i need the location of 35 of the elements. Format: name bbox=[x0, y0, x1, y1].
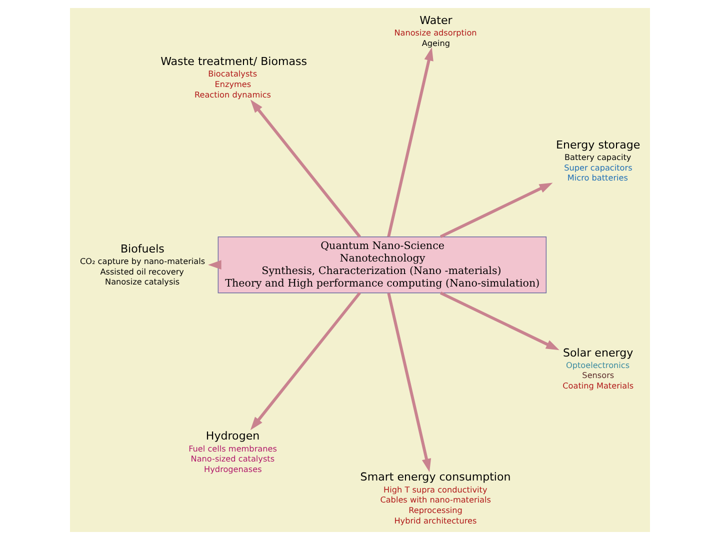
node-text: Energy storage bbox=[556, 138, 640, 152]
node-label: Nanosize catalysis bbox=[105, 276, 180, 287]
node-label: Micro batteries bbox=[567, 172, 628, 183]
node-text: Waste treatment/ Biomass bbox=[160, 55, 308, 68]
node-label: Ageing bbox=[422, 38, 450, 48]
node-label: Coating Materials bbox=[562, 380, 634, 391]
node-label: Enzymes bbox=[214, 78, 252, 89]
node-label: Hydrogenases bbox=[204, 464, 262, 474]
node-label: Biocatalysts bbox=[208, 68, 258, 79]
node-label: CO₂ capture by nano-materials bbox=[80, 256, 206, 266]
node-text: Biofuels bbox=[120, 242, 164, 256]
node-label: Reaction dynamics bbox=[194, 89, 272, 100]
arrow bbox=[440, 292, 560, 350]
node-label: Optoelectronics bbox=[566, 360, 630, 370]
arrow bbox=[208, 260, 222, 270]
node-label: Nanosize adsorption bbox=[394, 28, 477, 38]
node-label: Fuel cells membranes bbox=[188, 443, 277, 454]
arrow bbox=[250, 100, 361, 238]
node-label: Hybrid architectures bbox=[394, 515, 477, 526]
node-label: Reprocessing bbox=[408, 505, 462, 516]
node-label: Assisted oil recovery bbox=[100, 266, 184, 276]
node-label: Cables with nano-materials bbox=[380, 494, 491, 505]
arrow bbox=[387, 292, 432, 472]
node-label: Super capacitors bbox=[564, 162, 632, 172]
node-text: Solar energy bbox=[563, 346, 634, 360]
arrow bbox=[250, 292, 361, 430]
node-text: Water bbox=[420, 14, 452, 27]
arrow bbox=[440, 182, 553, 238]
node-label: Sensors bbox=[582, 370, 614, 380]
arrow bbox=[387, 47, 434, 237]
node-text: Hydrogen bbox=[206, 430, 260, 443]
node-text: Smart energy consumption bbox=[360, 470, 511, 484]
node-label: Battery capacity bbox=[564, 152, 632, 162]
node-label: High T supra conductivity bbox=[384, 484, 488, 494]
node-label: Nano-sized catalysts bbox=[190, 454, 275, 464]
